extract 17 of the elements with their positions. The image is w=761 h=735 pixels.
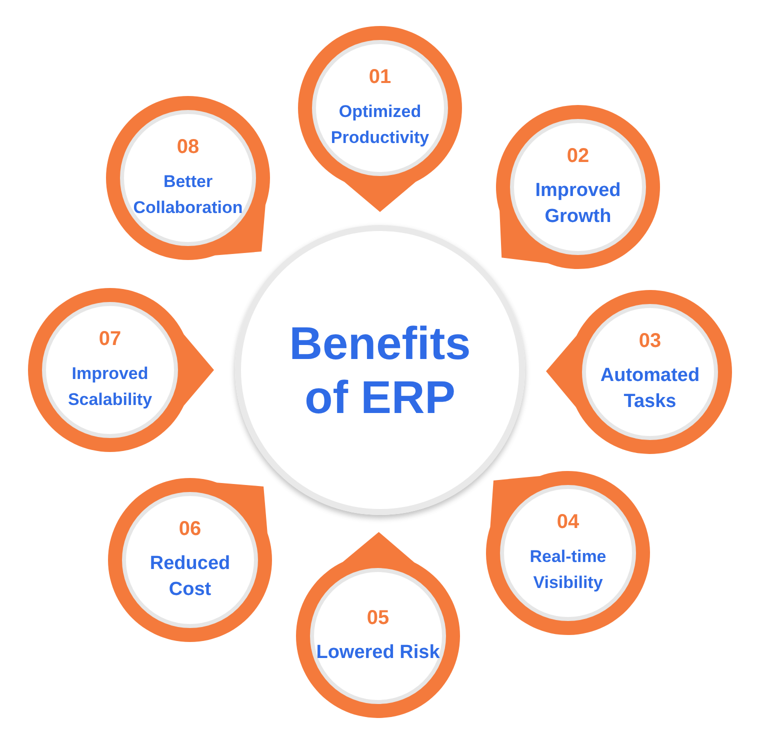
benefit-label: Real-time Visibility	[528, 546, 608, 594]
benefit-label: Improved Growth	[534, 178, 622, 228]
step-number: 05	[366, 606, 390, 630]
step-number: 01	[368, 66, 392, 88]
benefit-label: Automated Tasks	[599, 364, 701, 414]
step-number: 06	[178, 518, 202, 540]
benefit-label: Optimized Productivity	[330, 100, 430, 148]
step-number: 02	[566, 144, 590, 168]
step-number: 04	[556, 510, 580, 534]
step-number: 03	[638, 330, 662, 352]
heading-text: Benefits of ERP	[288, 316, 472, 424]
benefit-label: Improved Scalability	[66, 362, 154, 410]
benefit-label: Lowered Risk	[316, 640, 440, 664]
step-number: 08	[176, 136, 200, 158]
step-number: 07	[98, 328, 122, 350]
benefit-label: Better Collaboration	[132, 170, 244, 218]
benefit-label: Reduced Cost	[148, 552, 232, 602]
